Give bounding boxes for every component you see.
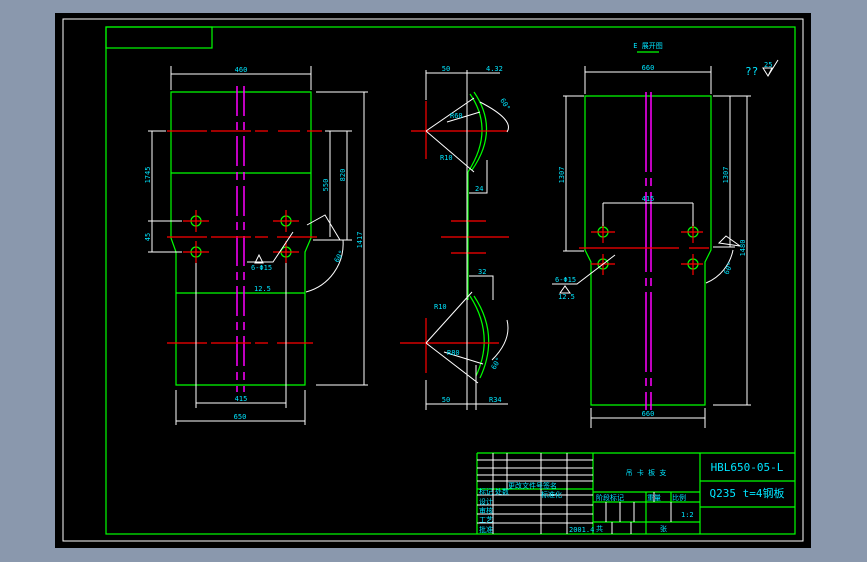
- dim-top-b: 4.32: [486, 65, 503, 73]
- drawing-frame: [105, 26, 796, 535]
- dim-right: 1307: [722, 167, 730, 184]
- middle-dimension-lines: [425, 70, 509, 410]
- middle-centerlines: [400, 101, 509, 373]
- dim-total: 1480: [739, 240, 747, 257]
- title-block-grid: [476, 452, 795, 534]
- roughness: 12.5: [254, 285, 271, 293]
- label-count: 处数: [495, 487, 509, 496]
- label-check: 审核: [479, 506, 493, 515]
- label-rev: 更改文件号: [508, 481, 543, 490]
- dim-top: 660: [642, 64, 655, 72]
- left-centerlines: [167, 130, 322, 344]
- dim-bottom-a: 50: [442, 396, 450, 404]
- drawing-number: HBL650-05-L: [711, 461, 784, 474]
- dim-bottom: 660: [642, 410, 655, 418]
- dim-holes: 415: [642, 195, 655, 203]
- label-sheet-of: 张: [660, 524, 667, 533]
- material: Q235 t=4钢板: [710, 486, 785, 500]
- left-view: 460 415 650 1745 45 550 820 1417 6-Φ15 1…: [144, 66, 368, 425]
- label-approve: 批准: [479, 525, 493, 534]
- dim-left-lower: 45: [144, 233, 152, 241]
- dim-r10-lower: R10: [434, 303, 447, 311]
- dim-top-a: 50: [442, 65, 450, 73]
- dim-r10-upper: R10: [440, 154, 453, 162]
- title-block: HBL650-05-L Q235 t=4钢板 吊 卡 板 支 1:2 2001.…: [476, 452, 795, 534]
- label-std: 标准化: [541, 490, 562, 499]
- right-dimension-lines: [552, 66, 751, 428]
- dim-r-lower: R80: [447, 349, 460, 357]
- sheet-border: [62, 18, 804, 542]
- label-stage: 阶段标记: [596, 493, 624, 502]
- surface-note: ?? 25: [745, 59, 779, 78]
- label-design: 设计: [479, 497, 493, 506]
- label-sheet: 共: [596, 524, 603, 533]
- frame-corner-box: [105, 26, 213, 49]
- scale: 1:2: [681, 511, 694, 519]
- roughness-symbol-icon: [762, 59, 779, 78]
- dim-r-upper: R60: [450, 112, 463, 120]
- right-view: E 展开图 660 415 1307 1307 1480 6-Φ15 12.5 …: [552, 42, 751, 428]
- dim-bottom-b: R34: [489, 396, 502, 404]
- hole-spec: 6-Φ15: [555, 276, 576, 284]
- dim-gap-lower: 32: [478, 268, 486, 276]
- left-holes: [183, 210, 299, 263]
- note-marks: ??: [745, 65, 758, 78]
- dim-holes: 415: [235, 395, 248, 403]
- left-dimension-lines: [148, 66, 368, 425]
- left-part-outline: [170, 91, 312, 386]
- dim-left: 1307: [558, 167, 566, 184]
- dim-left-upper: 1745: [144, 167, 152, 184]
- label-mark: 标记: [479, 487, 493, 496]
- label-ratio: 比例: [672, 493, 686, 502]
- view-title: E 展开图: [633, 42, 662, 50]
- model-space[interactable]: [55, 13, 811, 548]
- dim-right-total: 1417: [356, 232, 364, 249]
- right-part-outline: [584, 95, 712, 406]
- label-process: 工艺: [479, 516, 493, 524]
- note-roughness: 25: [764, 61, 772, 69]
- roughness: 12.5: [558, 293, 575, 301]
- dim-right-inner: 550: [322, 179, 330, 192]
- dim-right-mid: 820: [339, 169, 347, 182]
- dim-bottom: 650: [234, 413, 247, 421]
- dim-top: 460: [235, 66, 248, 74]
- label-weight: 重量: [647, 494, 661, 502]
- label-sign: 签名: [543, 481, 557, 490]
- hole-spec: 6-Φ15: [251, 264, 272, 272]
- part-name: 吊 卡 板 支: [626, 468, 667, 477]
- date: 2001.4: [569, 526, 594, 534]
- middle-view: 50 4.32 R60 60° R10 24 32 R10 R80 60° 50…: [400, 65, 512, 410]
- dim-gap-upper: 24: [475, 185, 483, 193]
